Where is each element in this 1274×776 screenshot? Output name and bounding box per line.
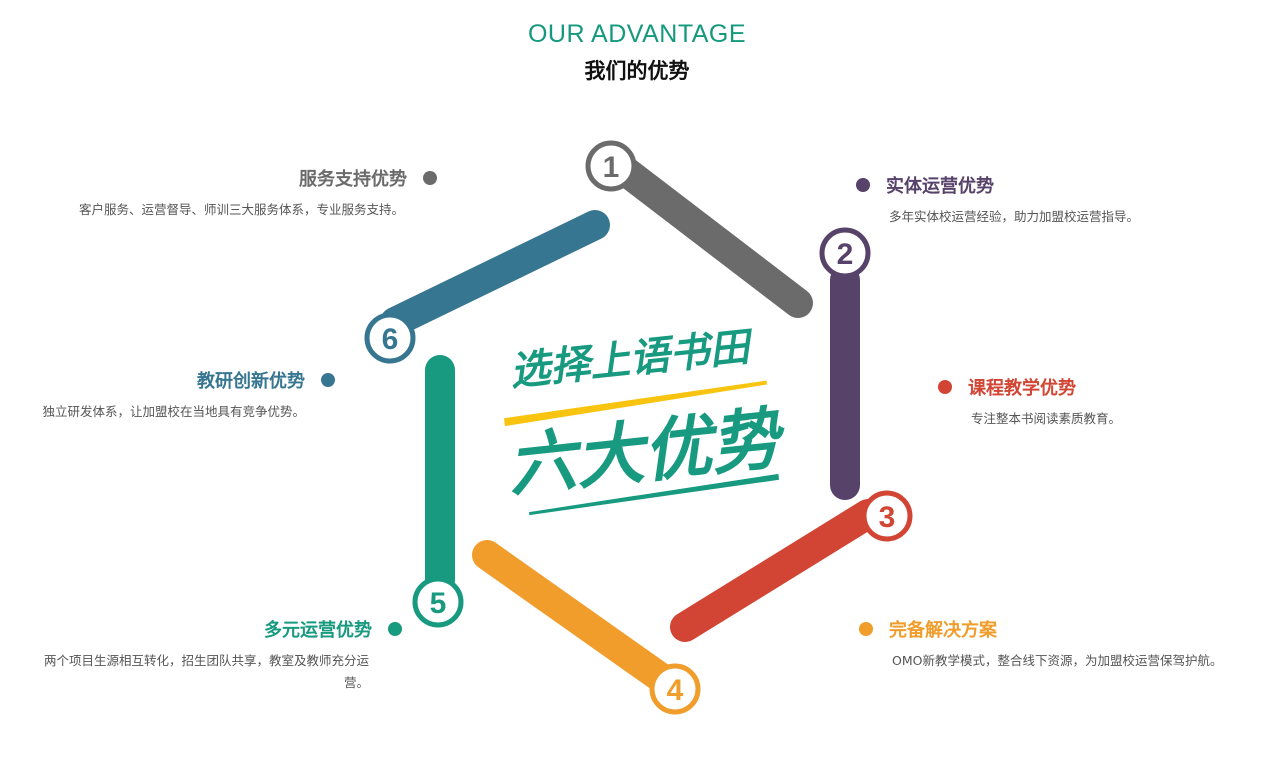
advantage-desc: 两个项目生源相互转化，招生团队共享，教室及教师充分运营。 (43, 653, 369, 690)
badge-number-1: 1 (603, 151, 620, 184)
advantage-title: 课程教学优势 (968, 378, 1076, 399)
advantage-4: 多元运营优势 两个项目生源相互转化，招生团队共享，教室及教师充分运营。 (30, 616, 402, 694)
slogan-underline-green (529, 473, 780, 516)
bullet-dot (859, 622, 873, 636)
advantage-desc: 多年实体校运营经验，助力加盟校运营指导。 (889, 209, 1140, 224)
badge-number-2: 2 (837, 238, 854, 271)
advantage-desc: 客户服务、运营督导、师训三大服务体系，专业服务支持。 (78, 202, 404, 217)
advantage-2: 课程教学优势 专注整本书阅读素质教育。 (938, 374, 1238, 430)
bullet-dot (856, 178, 870, 192)
badge-1: 1 (585, 140, 637, 192)
advantage-title: 服务支持优势 (299, 169, 407, 190)
bar-3 (670, 499, 883, 642)
slogan-underline-yellow (504, 380, 767, 427)
advantage-1: 实体运营优势 多年实体校运营经验，助力加盟校运营指导。 (856, 172, 1186, 228)
advantage-desc: 专注整本书阅读素质教育。 (971, 411, 1122, 426)
bar-4 (472, 540, 679, 695)
title-cn: 我们的优势 (584, 59, 690, 83)
center-slogan: 选择上语书田 六大优势 (504, 324, 790, 516)
bar-6 (380, 210, 610, 337)
header: OUR ADVANTAGE 我们的优势 (0, 0, 1274, 85)
bullet-dot (938, 380, 952, 394)
advantage-title: 教研创新优势 (197, 371, 305, 392)
badge-3: 3 (861, 490, 913, 542)
advantage-3: 完备解决方案 OMO新教学模式，整合线下资源，为加盟校运营保驾护航。 (859, 616, 1229, 672)
advantage-title: 实体运营优势 (886, 176, 994, 197)
bullet-dot (388, 622, 402, 636)
advantage-6: 服务支持优势 客户服务、运营督导、师训三大服务体系，专业服务支持。 (60, 165, 437, 221)
badge-4: 4 (649, 663, 701, 715)
advantage-title: 多元运营优势 (264, 620, 372, 641)
badge-number-6: 6 (382, 323, 399, 356)
badge-number-3: 3 (879, 501, 896, 534)
badge-6: 6 (364, 312, 416, 364)
title-en: OUR ADVANTAGE (527, 20, 747, 48)
badge-number-4: 4 (667, 674, 684, 707)
advantage-desc: 独立研发体系，让加盟校在当地具有竞争优势。 (42, 404, 305, 419)
bullet-dot (321, 373, 335, 387)
badge-number-5: 5 (430, 587, 447, 620)
bullet-dot (423, 171, 437, 185)
slogan-line1: 选择上语书田 (508, 324, 756, 395)
advantage-desc: OMO新教学模式，整合线下资源，为加盟校运营保驾护航。 (892, 653, 1223, 668)
advantage-5: 教研创新优势 独立研发体系，让加盟校在当地具有竞争优势。 (20, 367, 335, 423)
bar-1 (609, 155, 813, 318)
badge-2: 2 (819, 227, 871, 279)
advantage-title: 完备解决方案 (889, 620, 997, 641)
badge-5: 5 (412, 576, 464, 628)
